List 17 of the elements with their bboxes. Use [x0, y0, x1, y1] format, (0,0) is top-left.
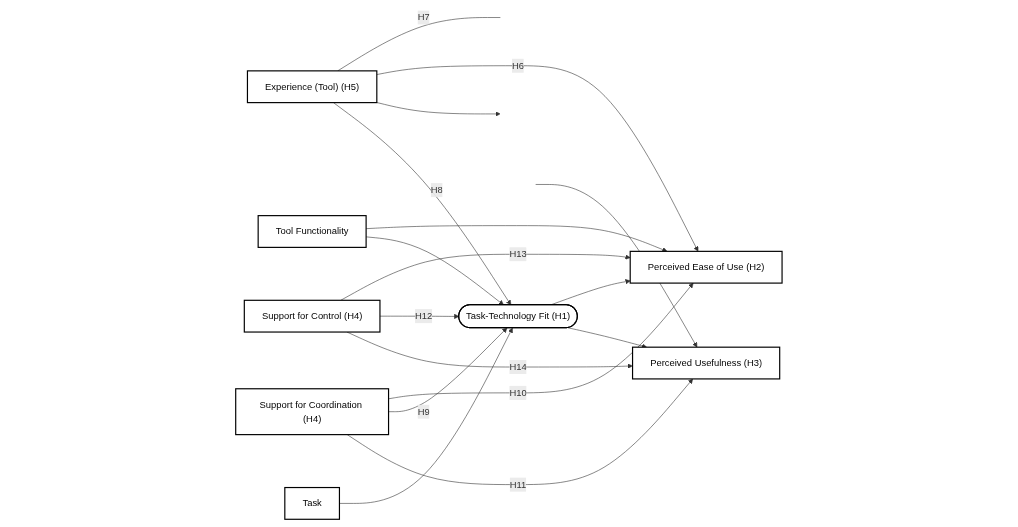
node-box: Tool Functionality: [257, 214, 367, 248]
edge-label: H10: [509, 387, 527, 398]
edge-label: H8: [430, 184, 443, 195]
edge-label: H14: [509, 361, 527, 372]
node-box: Support for Coordination (H4): [235, 387, 390, 435]
edge-label: H9: [417, 405, 430, 416]
edge-label: H7: [417, 11, 430, 22]
edge-label: H13: [509, 248, 527, 259]
edge-label: H12: [415, 310, 433, 321]
node-box: Task: [284, 486, 341, 520]
edge-label: H6: [512, 59, 525, 70]
node-box: Support for Control (H4): [243, 299, 381, 333]
node-box: Perceived Usefulness (H3): [632, 346, 781, 379]
connector: [337, 16, 501, 71]
node-box: Experience (Tool) (H5): [246, 69, 378, 103]
node-box: Perceived Ease of Use (H2): [629, 250, 783, 284]
edge-label: H11: [509, 478, 527, 489]
